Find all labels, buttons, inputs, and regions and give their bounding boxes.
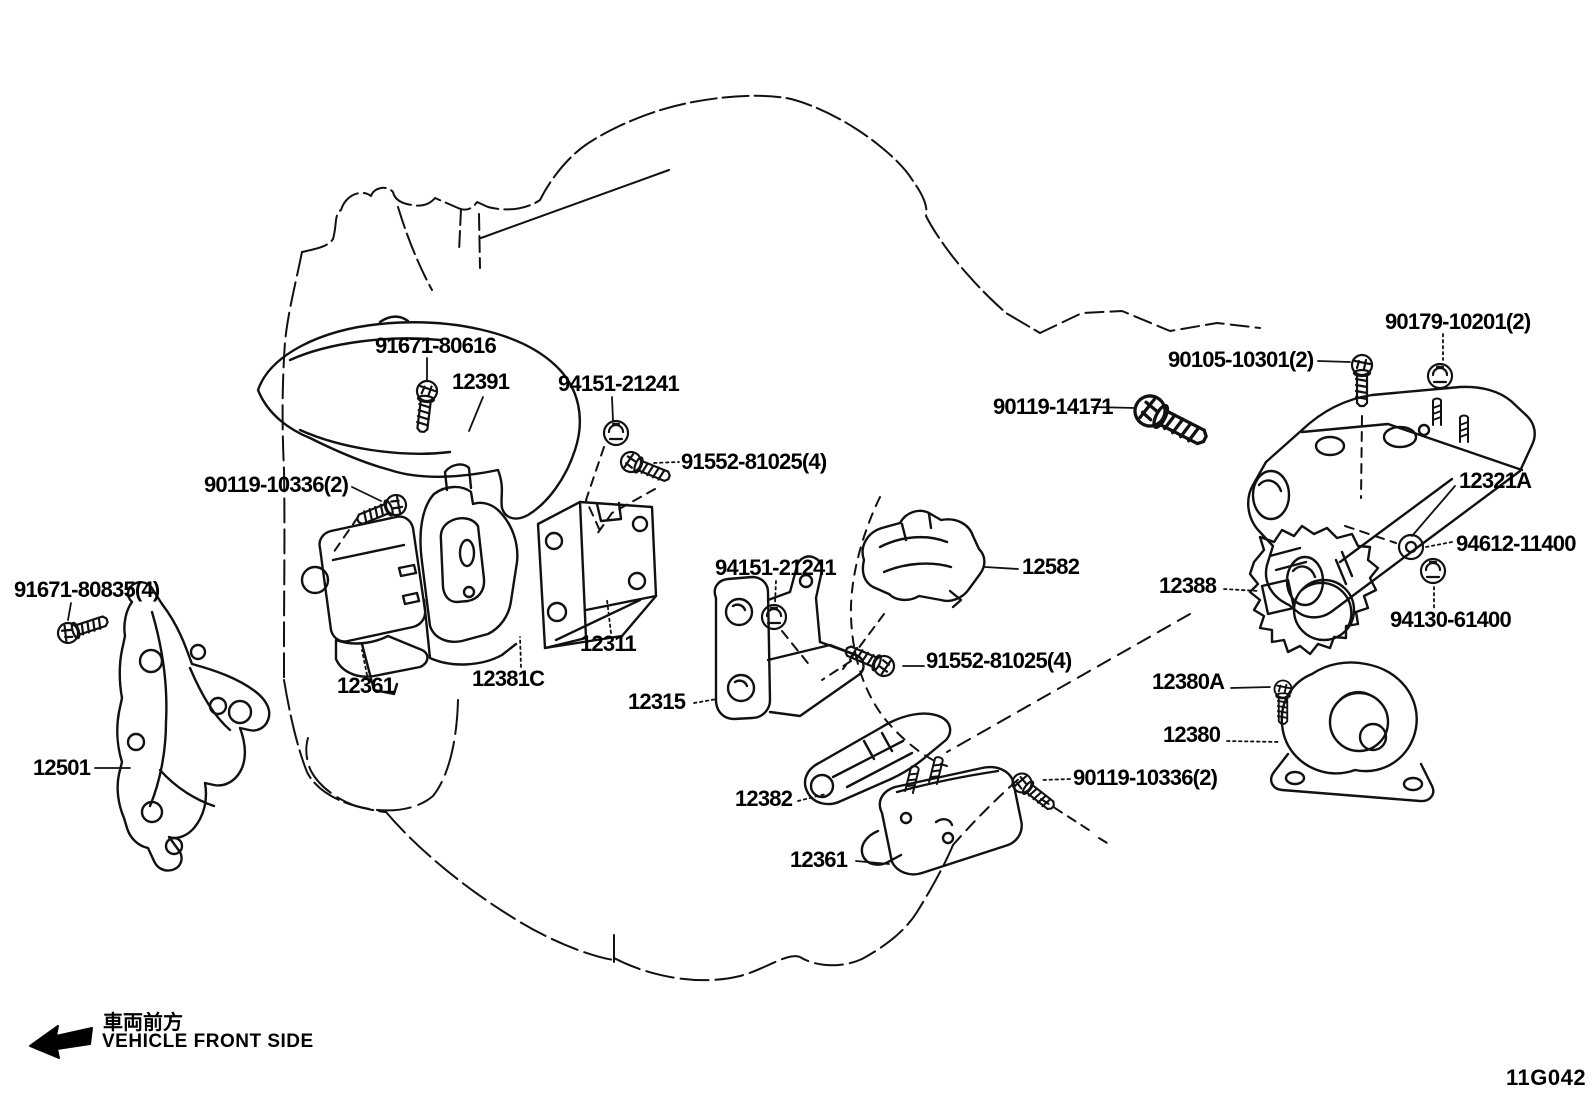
part-label-12382: 12382 <box>735 786 793 811</box>
part-label-90119-10336-right: 90119-10336(2) <box>1073 765 1218 790</box>
part-label-91552-81025-lower: 91552-81025(4) <box>926 648 1072 673</box>
bolt-90119-14171 <box>1128 389 1214 454</box>
part-label-12361-front: 12361 <box>337 673 395 698</box>
part-12388-damper <box>1248 524 1380 656</box>
part-12382-cover <box>803 712 952 806</box>
bolt-90119-10336-left <box>353 490 411 531</box>
part-label-12391: 12391 <box>452 369 510 394</box>
part-12501-bracket <box>116 581 271 872</box>
part-label-94151-21241-upper: 94151-21241 <box>558 371 680 396</box>
part-label-12311: 12311 <box>580 631 637 656</box>
part-12361-engine-mount-rear <box>860 755 1023 876</box>
part-label-12380a: 12380A <box>1152 669 1225 694</box>
part-12381c-cover <box>419 463 519 666</box>
vehicle-front-arrow-icon <box>29 1025 93 1059</box>
bolt-12380a <box>1273 679 1293 725</box>
part-label-91552-81025-upper: 91552-81025(4) <box>681 449 827 474</box>
part-12582-bracket <box>861 509 986 609</box>
bolt-91552-81025-upper <box>616 447 674 488</box>
part-12311-bracket <box>536 500 658 650</box>
part-label-12315: 12315 <box>628 689 686 714</box>
nut-94151-21241-upper <box>602 419 630 447</box>
assembly-dashed-lines <box>330 415 1397 847</box>
part-label-91671-80835: 91671-80835(4) <box>14 577 160 602</box>
part-12391-insulator-cover <box>256 315 582 520</box>
vehicle-front-label-en: VEHICLE FRONT SIDE <box>102 1031 314 1052</box>
part-label-90179-10201: 90179-10201(2) <box>1385 309 1531 334</box>
part-label-91671-80616: 91671-80616 <box>375 333 497 358</box>
part-label-90119-10336-left: 90119-10336(2) <box>204 472 349 497</box>
vehicle-front-label-jp: 車両前方 <box>103 1012 183 1034</box>
nut-94130-61400 <box>1419 557 1447 585</box>
part-label-12361-rear: 12361 <box>790 847 848 872</box>
part-label-12321a: 12321A <box>1459 468 1532 493</box>
bolt-91671-80616 <box>410 378 440 435</box>
part-12380-insulator <box>1270 661 1435 803</box>
leader-lines <box>67 333 1456 865</box>
engine-outline <box>281 94 1261 982</box>
part-12321a-bracket <box>1247 385 1536 619</box>
part-label-12388: 12388 <box>1159 573 1217 598</box>
part-label-94151-21241-lower: 94151-21241 <box>715 555 837 580</box>
part-12315-bracket <box>713 555 865 721</box>
nut-94151-21241-lower <box>760 603 788 631</box>
part-label-90119-14171: 90119-14171 <box>993 394 1113 419</box>
part-label-94130-61400: 94130-61400 <box>1390 607 1512 632</box>
part-label-12381c: 12381C <box>472 666 545 691</box>
part-label-12380: 12380 <box>1163 722 1221 747</box>
part-label-12582: 12582 <box>1022 554 1080 579</box>
part-label-90105-10301: 90105-10301(2) <box>1168 347 1314 372</box>
part-label-94612-11400: 94612-11400 <box>1456 531 1576 556</box>
part-label-12501: 12501 <box>33 755 91 780</box>
drawing-code: 11G042 <box>1506 1065 1587 1090</box>
nut-90179-10201 <box>1426 362 1454 390</box>
bolt-91671-80835 <box>54 609 112 647</box>
